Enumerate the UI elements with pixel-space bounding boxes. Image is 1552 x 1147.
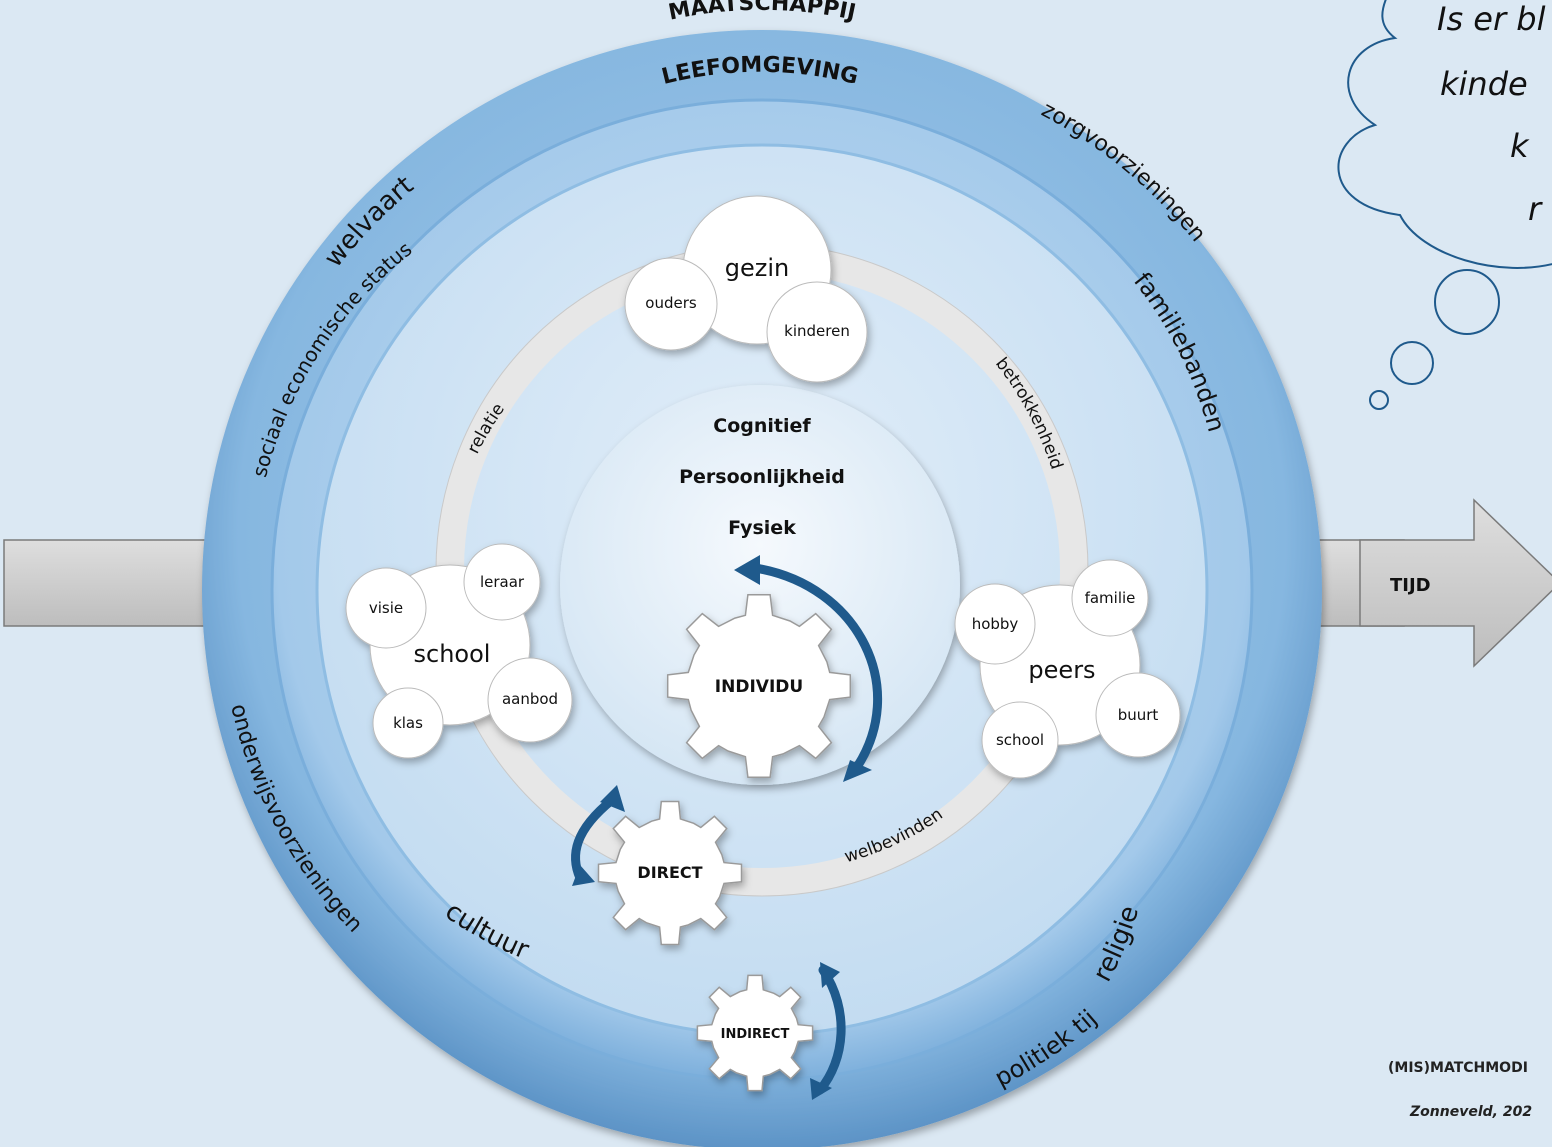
thought-line-1: Is er bl <box>1437 0 1546 38</box>
school-aanbod: aanbod <box>502 690 558 708</box>
cluster-school <box>345 543 573 759</box>
thought-cloud <box>1337 0 1552 410</box>
peers-school: school <box>996 731 1044 749</box>
school-visie: visie <box>369 599 403 617</box>
gear-direct-label: DIRECT <box>637 863 702 882</box>
center-line-cognitief: Cognitief <box>713 415 811 437</box>
gear-individu-label: INDIVIDU <box>715 677 803 697</box>
credit-author: Zonneveld, 202 <box>1410 1104 1533 1120</box>
gear-indirect-shape <box>696 974 814 1092</box>
credit-model: (MIS)MATCHMODI <box>1388 1060 1528 1076</box>
school-leraar: leraar <box>480 573 525 591</box>
gear-individu-shape <box>666 593 852 779</box>
peers-label: peers <box>1028 656 1095 684</box>
peers-hobby: hobby <box>972 615 1019 633</box>
cluster-peers <box>954 559 1181 779</box>
thought-line-4: r <box>1528 190 1543 228</box>
arrows <box>571 563 883 1095</box>
center-line-persoonlijkheid: Persoonlijkheid <box>679 466 845 488</box>
tijd-label: TIJD <box>1390 575 1431 596</box>
gear-indirect <box>696 974 814 1092</box>
gear-indirect-label: INDIRECT <box>721 1027 790 1042</box>
arrow-indirect <box>815 965 846 1095</box>
label-maatschappij: MAATSCHAPPIJ <box>666 0 858 26</box>
thought-line-2: kinde <box>1440 65 1528 103</box>
school-klas: klas <box>393 714 423 732</box>
center-line-fysiek: Fysiek <box>728 517 796 539</box>
peers-buurt: buurt <box>1118 706 1159 724</box>
gear-direct <box>597 800 743 946</box>
arrow-direct <box>571 795 617 883</box>
gezin-ouders: ouders <box>645 294 697 312</box>
cluster-gezin <box>624 195 868 383</box>
gear-direct-shape <box>597 800 743 946</box>
thought-line-3: k <box>1510 127 1530 165</box>
arrowheads <box>572 555 872 1100</box>
gezin-label: gezin <box>725 254 789 282</box>
school-label: school <box>414 640 491 668</box>
gezin-kinderen: kinderen <box>784 322 850 340</box>
peers-familie: familie <box>1085 589 1136 607</box>
arrow-individu <box>750 563 883 775</box>
gear-individu <box>666 593 852 779</box>
